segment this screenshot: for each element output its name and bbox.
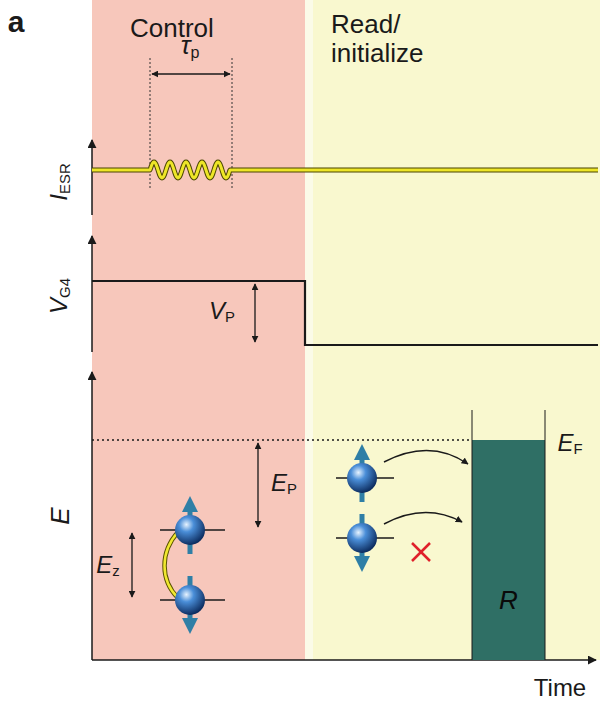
phase-band: Read/ initializeR [313, 0, 600, 660]
reservoir: R [472, 440, 545, 660]
axis-label: IESR [47, 163, 74, 200]
blocked-cross [412, 543, 430, 561]
reservoir [472, 440, 545, 660]
reservoir-wall [472, 410, 473, 660]
phase-title: Control [130, 14, 351, 43]
fermi-level [92, 439, 472, 441]
axis-label: VG4 [47, 278, 74, 314]
axis-label: Time [534, 676, 586, 700]
esr-trace [92, 162, 598, 178]
amplitude-arrow [254, 284, 255, 342]
panel-letter: a [8, 7, 25, 37]
axis [91, 140, 93, 215]
electron-spin [347, 452, 377, 502]
tunnel-arrow [384, 450, 468, 464]
phase-band: Control [92, 0, 313, 660]
axis [91, 236, 93, 352]
transition-arc [165, 532, 179, 598]
energy-label: Ez [96, 553, 119, 580]
reservoir-wall [545, 410, 546, 660]
blocked-cross [412, 543, 430, 561]
reservoir-label: R [499, 586, 518, 615]
duration-arrow [152, 73, 230, 74]
band-gap [305, 0, 313, 660]
esr-trace [92, 162, 598, 178]
read-band [313, 0, 600, 660]
transition-arc [165, 532, 179, 598]
gate-pulse [92, 281, 598, 345]
electron-spin [175, 504, 205, 554]
electron-spin [175, 576, 205, 626]
control-band [92, 0, 305, 660]
energy-label: EF [557, 431, 582, 458]
axis-label: E [47, 507, 73, 524]
pulse-amplitude: VP [209, 299, 235, 326]
electron-spin [347, 514, 377, 564]
phase-title: Read/ initialize [331, 10, 481, 68]
energy-label: EP [271, 471, 297, 498]
axis [91, 372, 93, 660]
tunnel-arrow [384, 512, 462, 524]
energy-arrow [257, 443, 258, 527]
energy-arrow [131, 533, 132, 597]
pulse-duration: τp [181, 32, 200, 60]
